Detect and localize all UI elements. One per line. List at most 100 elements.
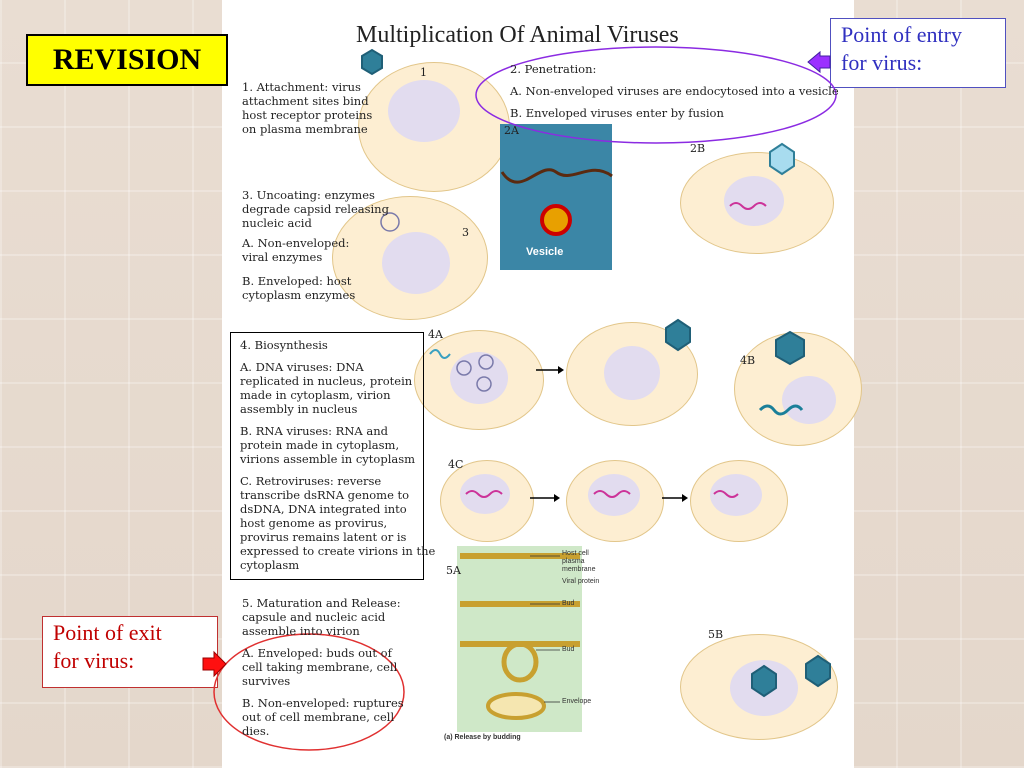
step5-b-line: out of cell membrane, cell	[242, 710, 395, 724]
step4-c-line: dsDNA, DNA integrated into	[240, 502, 407, 516]
step4-heading: 4. Biosynthesis	[240, 338, 328, 352]
step2-a: A. Non-enveloped viruses are endocytosed…	[510, 84, 839, 98]
virion-4b-icon	[775, 330, 805, 366]
step4-c-line: host genome as provirus,	[240, 516, 388, 530]
step5-line: assemble into virion	[242, 624, 360, 638]
arrow-4c-1-head-icon	[554, 494, 560, 502]
step3-line: nucleic acid	[242, 216, 312, 230]
step3-b-line: B. Enveloped: host	[242, 274, 352, 288]
step4-c-line: transcribe dsRNA genome to	[240, 488, 410, 502]
label-5b: 5B	[708, 628, 724, 641]
rna-4b-icon	[758, 404, 804, 416]
step3-line: degrade capsid releasing	[242, 202, 389, 216]
entry-callout-line2: for virus:	[841, 50, 923, 75]
nucleoid-3-icon	[476, 376, 492, 392]
step4-a-line: replicated in nucleus, protein	[240, 374, 413, 388]
step4-c: C. Retroviruses: reverse transcribe dsRN…	[240, 474, 435, 572]
bud-label-2: Bud	[562, 646, 575, 653]
nucleus-3	[382, 232, 450, 294]
step5-a-line: survives	[242, 674, 291, 688]
dna-4c-1-icon	[465, 490, 503, 498]
vesicle-virus-icon	[540, 204, 572, 236]
step3-a-line: viral enzymes	[242, 250, 323, 264]
step5-a-line: A. Enveloped: buds out of	[242, 646, 392, 660]
exit-arrow-icon	[202, 650, 227, 678]
step1-line: 1. Attachment: virus	[242, 80, 361, 94]
host-cell-label-line: Host cell	[562, 550, 589, 557]
virion-5b-inner-icon	[751, 664, 777, 698]
penetration-highlight-ellipse	[475, 46, 837, 144]
revision-label: REVISION	[26, 34, 228, 86]
step5-line: 5. Maturation and Release:	[242, 596, 401, 610]
step5-a-line: cell taking membrane, cell	[242, 660, 398, 674]
step3-a-line: A. Non-enveloped:	[242, 236, 350, 250]
label-2a: 2A	[504, 124, 519, 137]
step4-c-line: provirus remains latent or is	[240, 530, 407, 544]
step1-line: attachment sites bind	[242, 94, 369, 108]
step5-b-line: dies.	[242, 724, 270, 738]
nucleus-1	[388, 80, 460, 142]
label-4a: 4A	[428, 328, 443, 341]
host-cell-label: Host cell plasma membrane	[562, 550, 595, 574]
label-4b: 4B	[740, 354, 756, 367]
label-5a: 5A	[446, 564, 461, 577]
step4-b: B. RNA viruses: RNA and protein made in …	[240, 424, 415, 466]
step4-c-line: cytoplasm	[240, 558, 300, 572]
entry-callout: Point of entry for virus:	[830, 18, 1006, 88]
exit-callout-line2: for virus:	[53, 648, 135, 673]
step3-line: 3. Uncoating: enzymes	[242, 188, 375, 202]
host-cell-label-line: plasma	[562, 558, 585, 565]
step4-b-line: protein made in cytoplasm,	[240, 438, 400, 452]
virion-1-icon	[361, 48, 383, 76]
step5-text: 5. Maturation and Release: capsule and n…	[242, 596, 401, 638]
viral-protein-label: Viral protein	[562, 578, 600, 585]
entry-arrow-icon	[807, 50, 831, 74]
step3-text: 3. Uncoating: enzymes degrade capsid rel…	[242, 188, 389, 230]
nucleoid-2-icon	[478, 354, 494, 370]
nucleus-4b	[782, 376, 836, 424]
virion-2b-icon	[769, 142, 795, 176]
diagram-title: Multiplication Of Animal Viruses	[356, 22, 679, 48]
step3-a: A. Non-enveloped: viral enzymes	[242, 236, 349, 264]
vesicle-label: Vesicle	[526, 246, 564, 258]
step1-number: 1	[420, 66, 427, 79]
envelope-label: Envelope	[562, 698, 592, 705]
step2-heading: 2. Penetration:	[510, 62, 597, 76]
step4-a-line: assembly in nucleus	[240, 402, 358, 416]
step4-c-line: expressed to create virions in the	[240, 544, 436, 558]
nucleus-4c-2	[588, 474, 640, 516]
step4-a-line: A. DNA viruses: DNA	[240, 360, 364, 374]
uncoating-vesicle-icon	[380, 212, 400, 232]
label-2b: 2B	[690, 142, 706, 155]
step5-a: A. Enveloped: buds out of cell taking me…	[242, 646, 397, 688]
release-highlight-ellipse	[213, 633, 405, 751]
step1-line: host receptor proteins	[242, 108, 373, 122]
step5-b-line: B. Non-enveloped: ruptures	[242, 696, 404, 710]
step5-b: B. Non-enveloped: ruptures out of cell m…	[242, 696, 404, 738]
bud-label-1: Bud	[562, 600, 575, 607]
virion-5b-icon	[805, 654, 831, 688]
dna-4c-3-icon	[713, 490, 739, 498]
step1-line: on plasma membrane	[242, 122, 368, 136]
endocytosis-micrograph	[500, 124, 612, 270]
label-4c: 4C	[448, 458, 464, 471]
host-cell-label-line: membrane	[562, 566, 596, 573]
step1-text: 1. Attachment: virus attachment sites bi…	[242, 80, 372, 136]
step3-number: 3	[462, 226, 469, 239]
biosynthesis-box	[230, 332, 424, 580]
arrow-4a-head-icon	[558, 366, 564, 374]
nucleus-2b	[724, 176, 784, 226]
arrow-4c-2-head-icon	[682, 494, 688, 502]
bud-icon	[501, 641, 539, 683]
exit-callout-line1: Point of exit	[53, 620, 162, 645]
entry-callout-line1: Point of entry	[841, 22, 962, 47]
budding-caption: (a) Release by budding	[444, 734, 521, 741]
envelope-icon	[486, 692, 546, 720]
step3-b: B. Enveloped: host cytoplasm enzymes	[242, 274, 355, 302]
dna-2b-icon	[729, 202, 767, 210]
dna-4c-2-icon	[593, 490, 631, 498]
step3-b-line: cytoplasm enzymes	[242, 288, 356, 302]
step2-b: B. Enveloped viruses enter by fusion	[510, 106, 724, 120]
step5-line: capsule and nucleic acid	[242, 610, 386, 624]
